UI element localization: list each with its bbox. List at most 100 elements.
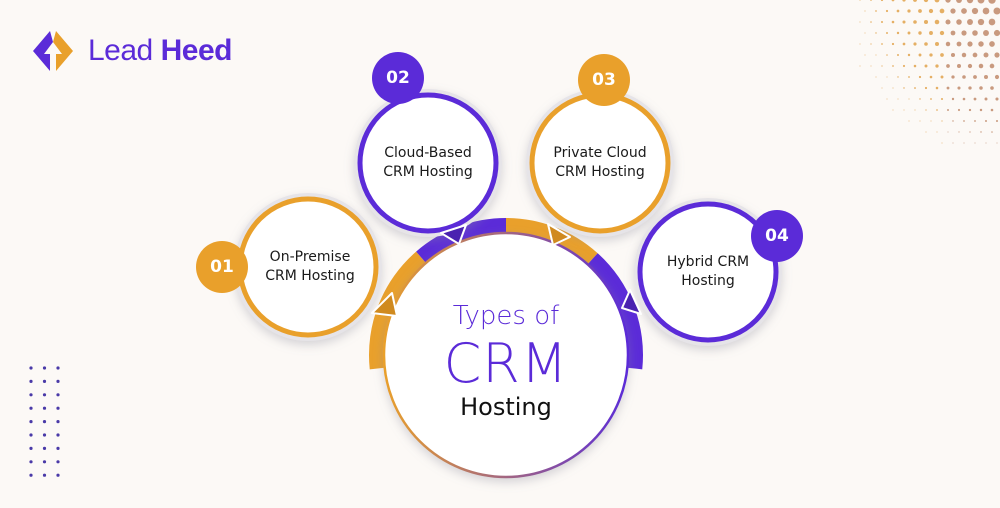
decorative-dot — [875, 76, 877, 78]
decorative-dot — [979, 108, 983, 112]
node-02[interactable] — [354, 52, 502, 237]
decorative-dot — [929, 75, 933, 79]
decorative-dot — [990, 108, 994, 112]
decorative-dot — [56, 393, 60, 397]
decorative-dot — [903, 87, 905, 89]
decorative-dot — [919, 98, 921, 100]
decorative-dot — [56, 406, 60, 410]
decorative-dot — [966, 0, 974, 4]
decorative-dot — [967, 41, 973, 47]
decorative-dot — [990, 86, 994, 90]
decorative-dot — [56, 433, 60, 437]
decorative-dot — [971, 7, 979, 15]
brand-name-bold: Heed — [160, 34, 233, 67]
decorative-dot — [930, 98, 932, 100]
decorative-dot — [885, 9, 889, 13]
decorative-dot — [928, 8, 934, 14]
decorative-dot — [961, 30, 967, 36]
node-circle — [637, 201, 779, 343]
decorative-dot — [950, 8, 956, 14]
decorative-dot — [941, 142, 943, 144]
decorative-dot — [958, 131, 960, 133]
brand-logo[interactable]: Lead Heed — [30, 28, 232, 74]
decorative-dot — [902, 42, 906, 46]
node-label-line2: Hosting — [681, 273, 735, 289]
decorative-dot — [886, 32, 888, 34]
decorative-dot — [993, 29, 1000, 37]
node-badge — [372, 52, 424, 104]
decorative-dot — [56, 420, 60, 424]
decorative-dot — [935, 86, 939, 90]
decorative-dot — [864, 32, 866, 34]
decorative-dot — [875, 10, 877, 12]
decorative-dot — [29, 433, 33, 437]
decorative-dot — [951, 75, 955, 79]
decorative-dot — [985, 120, 987, 122]
decorative-dot — [961, 52, 967, 58]
node-label-line2: CRM Hosting — [383, 164, 473, 180]
decorative-dot — [951, 97, 955, 101]
decorative-dot — [978, 63, 984, 69]
decorative-dot — [56, 446, 60, 450]
decorative-dot — [902, 20, 906, 24]
decorative-dot — [939, 8, 945, 14]
decorative-dot — [963, 120, 965, 122]
decorative-dot — [908, 98, 910, 100]
decorative-dot — [950, 52, 956, 58]
decorative-dot — [29, 473, 33, 477]
decorative-dot — [957, 64, 961, 68]
node-badge-number: 03 — [592, 70, 616, 90]
decorative-dot — [918, 31, 922, 35]
decorative-dot — [29, 406, 33, 410]
node-badge — [578, 54, 630, 106]
decorative-dot-pattern-top-right — [859, 0, 1000, 144]
decorative-dot — [56, 460, 60, 464]
decorative-dot — [982, 7, 990, 15]
decorative-dot — [892, 65, 894, 67]
decorative-dot — [859, 0, 861, 1]
decorative-dot — [979, 86, 983, 90]
decorative-dot — [935, 64, 939, 68]
decorative-dot — [996, 142, 998, 144]
decorative-dot — [42, 460, 47, 464]
decorative-dot — [994, 52, 1000, 58]
node-01[interactable] — [196, 193, 382, 341]
decorative-dot — [983, 30, 989, 36]
decorative-dot — [880, 0, 884, 2]
decorative-dot — [940, 97, 944, 101]
decorative-dot — [42, 406, 47, 410]
decorative-dot — [973, 75, 977, 79]
decorative-dot — [993, 7, 1000, 15]
decorative-dot — [29, 446, 33, 450]
node-label-line1: Private Cloud — [553, 145, 647, 161]
decorative-dot — [972, 52, 978, 58]
decorative-dot — [977, 18, 985, 26]
node-label-line1: On-Premise — [269, 249, 351, 265]
node-04[interactable] — [634, 198, 803, 346]
decorative-dot — [914, 109, 916, 111]
decorative-dot — [870, 21, 872, 23]
decorative-dot — [925, 131, 927, 133]
decorative-dot — [908, 76, 910, 78]
decorative-dot — [929, 53, 933, 57]
decorative-dot — [870, 0, 872, 1]
decorative-dot — [875, 54, 877, 56]
decorative-dot — [907, 9, 911, 13]
decorative-dot — [962, 75, 966, 79]
decorative-dot — [918, 9, 922, 13]
decorative-dot — [29, 460, 33, 464]
decorative-dot — [988, 0, 996, 4]
decorative-dot — [897, 98, 899, 100]
decorative-dot — [967, 63, 973, 69]
decorative-dot — [881, 43, 883, 45]
decorative-dot — [991, 131, 993, 133]
center-title-line2: CRM — [443, 332, 569, 395]
node-03[interactable] — [526, 54, 674, 237]
decorative-dot — [29, 366, 33, 370]
brand-name: Lead Heed — [88, 34, 232, 68]
decorative-dot — [962, 97, 966, 101]
